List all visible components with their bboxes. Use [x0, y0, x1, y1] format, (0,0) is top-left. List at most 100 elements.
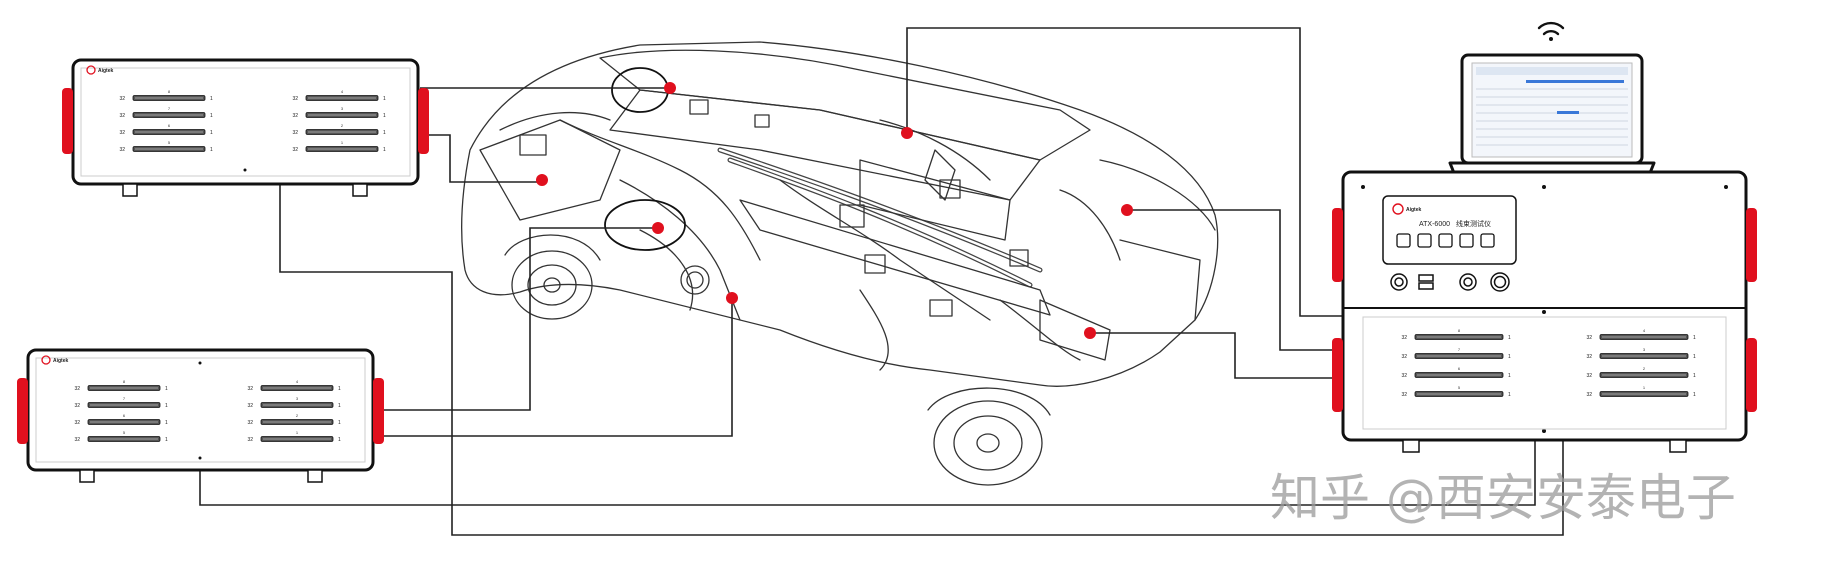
- pin-right-label: 1: [383, 96, 386, 102]
- connector-row: 32 1 2: [1586, 366, 1696, 379]
- connector-number: 6: [1458, 366, 1461, 371]
- pin-right-label: 1: [165, 420, 168, 426]
- connector-number: 5: [168, 140, 171, 145]
- connector-row: 32 1 5: [74, 430, 168, 443]
- pin-left-label: 32: [74, 403, 80, 409]
- connector-number: 7: [123, 396, 126, 401]
- laptop-icon: [1448, 53, 1656, 175]
- connector-number: 5: [123, 430, 126, 435]
- brand-logo-text: Aigtek: [53, 358, 69, 364]
- pin-left-label: 32: [119, 147, 125, 153]
- pin-left-label: 32: [292, 130, 298, 136]
- connector-row: 32 1 7: [74, 396, 168, 409]
- pin-right-label: 1: [165, 403, 168, 409]
- pin-left-label: 32: [292, 113, 298, 119]
- connector-number: 6: [123, 413, 126, 418]
- connector-row: 32 1 3: [247, 396, 341, 409]
- pin-left-label: 32: [247, 420, 253, 426]
- brand-logo-text: Aigtek: [98, 68, 114, 74]
- pin-left-label: 32: [247, 386, 253, 392]
- pin-right-label: 1: [165, 386, 168, 392]
- pin-right-label: 1: [1508, 392, 1511, 398]
- pin-right-label: 1: [1693, 354, 1696, 360]
- pin-left-label: 32: [1401, 373, 1407, 379]
- pin-right-label: 1: [1693, 392, 1696, 398]
- pin-right-label: 1: [210, 113, 213, 119]
- pin-left-label: 32: [1586, 373, 1592, 379]
- connector-row: 32 1 4: [292, 89, 386, 102]
- pin-left-label: 32: [1586, 392, 1592, 398]
- connector-number: 2: [341, 123, 344, 128]
- connector-row: 32 1 8: [1401, 328, 1511, 341]
- pin-right-label: 1: [1693, 373, 1696, 379]
- connector-number: 8: [1458, 328, 1461, 333]
- connector-number: 8: [123, 379, 126, 384]
- brand-logo-text: Aigtek: [1406, 207, 1422, 213]
- watermark: 知乎 @西安安泰电子: [1270, 469, 1736, 527]
- connector-row: 32 1 1: [1586, 385, 1696, 398]
- connector-number: 7: [1458, 347, 1461, 352]
- model-label: ATX-6000: [1419, 221, 1450, 228]
- wifi-icon: [1537, 21, 1565, 41]
- connector-number: 4: [341, 89, 344, 94]
- pin-right-label: 1: [1693, 335, 1696, 341]
- connector-number: 1: [1643, 385, 1646, 390]
- pin-right-label: 1: [383, 147, 386, 153]
- pin-right-label: 1: [383, 113, 386, 119]
- pin-left-label: 32: [292, 147, 298, 153]
- connector-number: 8: [168, 89, 171, 94]
- pin-left-label: 32: [74, 420, 80, 426]
- car-illustration: [461, 41, 1219, 486]
- connector-number: 2: [1643, 366, 1646, 371]
- connector-number: 4: [1643, 328, 1646, 333]
- connector-row: 32 1 7: [1401, 347, 1511, 360]
- connection-dots: [536, 82, 1133, 339]
- connector-number: 7: [168, 106, 171, 111]
- pin-right-label: 1: [1508, 354, 1511, 360]
- front-ports: [1390, 272, 1510, 292]
- logo-icon: [1392, 203, 1404, 215]
- pin-left-label: 32: [1401, 335, 1407, 341]
- connector-number: 5: [1458, 385, 1461, 390]
- connector-row: 32 1 3: [1586, 347, 1696, 360]
- pin-right-label: 1: [210, 130, 213, 136]
- pin-left-label: 32: [247, 403, 253, 409]
- pin-right-label: 1: [338, 420, 341, 426]
- connector-number: 3: [296, 396, 299, 401]
- pin-right-label: 1: [1508, 373, 1511, 379]
- connector-number: 2: [296, 413, 299, 418]
- pin-right-label: 1: [165, 437, 168, 443]
- pin-left-label: 32: [1401, 354, 1407, 360]
- pin-right-label: 1: [338, 386, 341, 392]
- connector-row: 32 1 8: [74, 379, 168, 392]
- pin-right-label: 1: [383, 130, 386, 136]
- pin-left-label: 32: [119, 130, 125, 136]
- connector-number: 3: [1643, 347, 1646, 352]
- pin-left-label: 32: [1401, 392, 1407, 398]
- pin-left-label: 32: [292, 96, 298, 102]
- logo-icon: [41, 355, 51, 365]
- pin-left-label: 32: [1586, 354, 1592, 360]
- connector-row: 32 1 6: [74, 413, 168, 426]
- panel-buttons: [1396, 233, 1495, 248]
- pin-right-label: 1: [338, 403, 341, 409]
- pin-right-label: 1: [210, 96, 213, 102]
- pin-left-label: 32: [74, 386, 80, 392]
- logo-icon: [86, 65, 96, 75]
- pin-right-label: 1: [1508, 335, 1511, 341]
- pin-left-label: 32: [74, 437, 80, 443]
- product-name-label: 线束测试仪: [1456, 219, 1491, 228]
- connector-number: 1: [296, 430, 299, 435]
